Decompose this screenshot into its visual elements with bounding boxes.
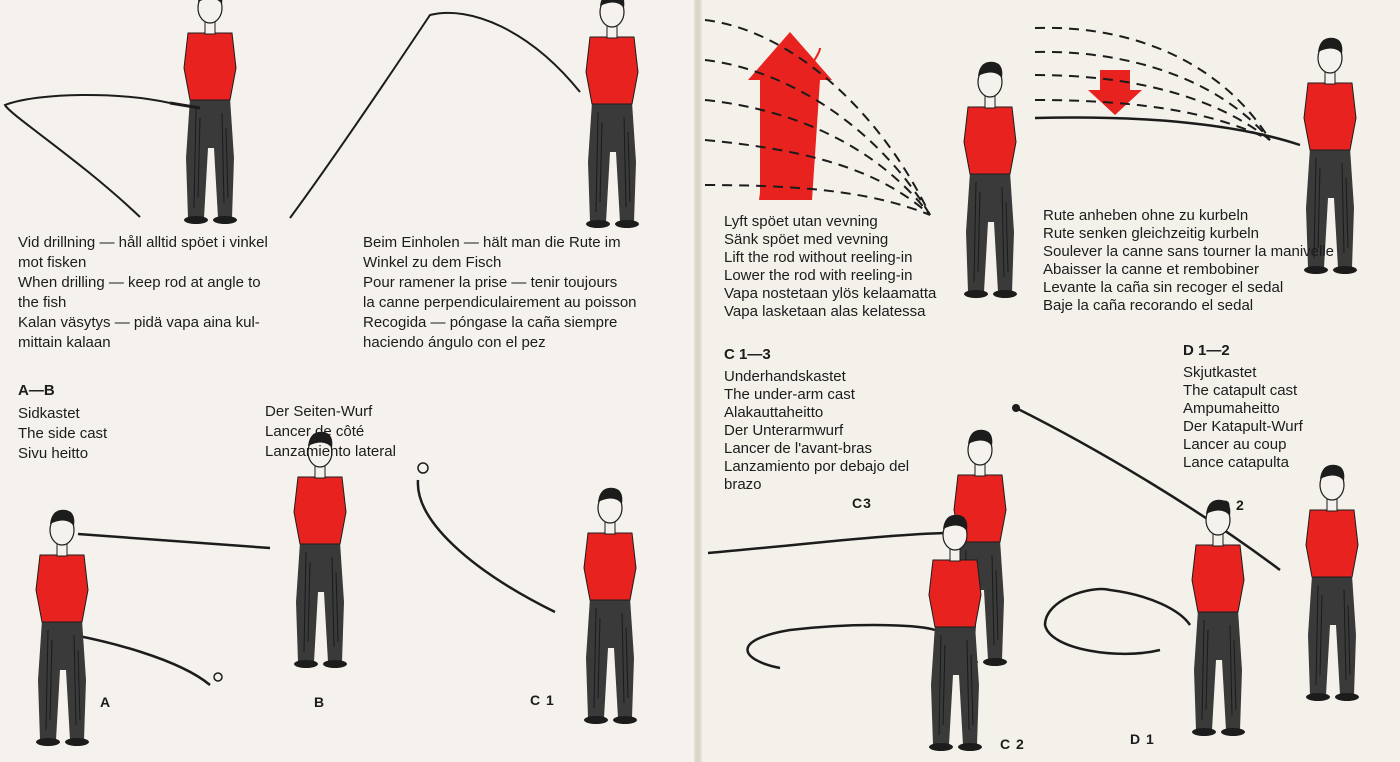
caption-line: Lancer de l'avant-bras xyxy=(724,440,872,457)
caption-line: Baje la caña recorando el sedal xyxy=(1043,297,1254,314)
catapult-figure-d1 xyxy=(1043,499,1246,737)
catapult-caption: Skjutkastet The catapult cast Ampumaheit… xyxy=(1183,364,1303,472)
caption-einholen: Beim Einholen — hält man die Rute im Win… xyxy=(363,233,637,353)
figure-label-d2: D 2 xyxy=(1220,497,1245,513)
caption-line: haciendo ángulo con el pez xyxy=(363,334,546,351)
figure-label-a: A xyxy=(100,694,112,710)
caption-lift: Lyft spöet utan vevning Sänk spöet med v… xyxy=(724,213,936,321)
figure-label-b: B xyxy=(314,694,326,710)
caption-line: Lanzamiento lateral xyxy=(265,443,396,460)
caption-line: Kalan väsytys — pidä vapa aina kul- xyxy=(18,314,260,331)
caption-line: Pour ramener la prise — tenir toujours xyxy=(363,274,618,291)
caption-line: The catapult cast xyxy=(1183,382,1298,399)
caption-line: Vapa lasketaan alas kelatessa xyxy=(724,303,926,320)
caption-drilling: Vid drillning — håll alltid spöet i vink… xyxy=(18,233,268,353)
caption-line: brazo xyxy=(724,476,762,493)
caption-line: Der Katapult-Wurf xyxy=(1183,418,1303,435)
figure-label-c2: C 2 xyxy=(1000,736,1025,752)
caption-line: Sivu heitto xyxy=(18,445,89,462)
underarm-figure-c1 xyxy=(416,462,638,725)
caption-line: Der Unterarmwurf xyxy=(724,422,844,439)
lower-diagram xyxy=(1034,26,1358,275)
caption-line: Underhandskastet xyxy=(724,368,846,385)
caption-line: mittain kalaan xyxy=(18,334,111,351)
caption-line: Abaisser la canne et rembobiner xyxy=(1043,261,1259,278)
underarm-figure-c3 xyxy=(707,429,1008,667)
side-cast-figure-b xyxy=(77,431,348,669)
caption-line: Lanzamiento por debajo del xyxy=(724,458,910,475)
caption-line: the fish xyxy=(18,294,67,311)
caption-line: Beim Einholen — hält man die Rute im xyxy=(363,234,621,251)
caption-line: Lower the rod with reeling-in xyxy=(724,267,913,284)
caption-line: Lancer de côté xyxy=(265,423,365,440)
caption-line: Recogida — póngase la caña siempre xyxy=(363,314,618,331)
drilling-figure xyxy=(3,0,238,225)
einholen-figure xyxy=(289,0,640,229)
caption-line: Lancer au coup xyxy=(1183,436,1287,453)
caption-line: Ampumaheitto xyxy=(1183,400,1280,417)
caption-line: Sidkastet xyxy=(18,405,80,422)
underarm-figure-c2 xyxy=(746,514,983,752)
caption-line: mot fisken xyxy=(18,254,87,271)
caption-line: The side cast xyxy=(18,425,108,442)
caption-line: Sänk spöet med vevning xyxy=(724,231,889,248)
catapult-figure-d2 xyxy=(1012,404,1360,702)
figure-label-d1: D 1 xyxy=(1130,731,1155,747)
lift-diagram xyxy=(704,19,1018,299)
underarm-heading: C 1—3 xyxy=(724,346,771,363)
caption-line: Winkel zu dem Fisch xyxy=(363,254,502,271)
caption-line: Levante la caña sin recoger el sedal xyxy=(1043,279,1284,296)
book-gutter xyxy=(694,0,702,762)
figure-label-c3: C3 xyxy=(852,495,872,511)
side-cast-caption-b: Der Seiten-Wurf Lancer de côté Lanzamien… xyxy=(265,402,396,462)
catapult-heading: D 1—2 xyxy=(1183,342,1230,359)
caption-line: Alakauttaheitto xyxy=(724,404,824,421)
caption-line: Lift the rod without reeling-in xyxy=(724,249,913,266)
underarm-caption: Underhandskastet The under-arm cast Alak… xyxy=(724,368,909,494)
caption-line: Vid drillning — håll alltid spöet i vink… xyxy=(18,234,268,251)
caption-line: When drilling — keep rod at angle to xyxy=(18,274,261,291)
caption-line: Rute senken gleichzeitig kurbeln xyxy=(1043,225,1259,242)
caption-line: Rute anheben ohne zu kurbeln xyxy=(1043,207,1249,224)
caption-line: Lance catapulta xyxy=(1183,454,1289,471)
side-cast-caption-a: Sidkastet The side cast Sivu heitto xyxy=(18,404,107,464)
caption-line: la canne perpendiculairement au poisson xyxy=(363,294,637,311)
figure-label-c1: C 1 xyxy=(530,692,555,708)
side-cast-heading: A—B xyxy=(18,382,55,399)
caption-line: The under-arm cast xyxy=(724,386,855,403)
caption-rute: Rute anheben ohne zu kurbeln Rute senken… xyxy=(1043,207,1334,315)
caption-line: Skjutkastet xyxy=(1183,364,1257,381)
side-cast-figure-a xyxy=(35,509,223,747)
caption-line: Lyft spöet utan vevning xyxy=(724,213,878,230)
caption-line: Vapa nostetaan ylös kelaamatta xyxy=(724,285,937,302)
caption-line: Der Seiten-Wurf xyxy=(265,403,373,420)
caption-line: Soulever la canne sans tourner la manive… xyxy=(1043,243,1334,260)
left-page xyxy=(0,0,696,762)
